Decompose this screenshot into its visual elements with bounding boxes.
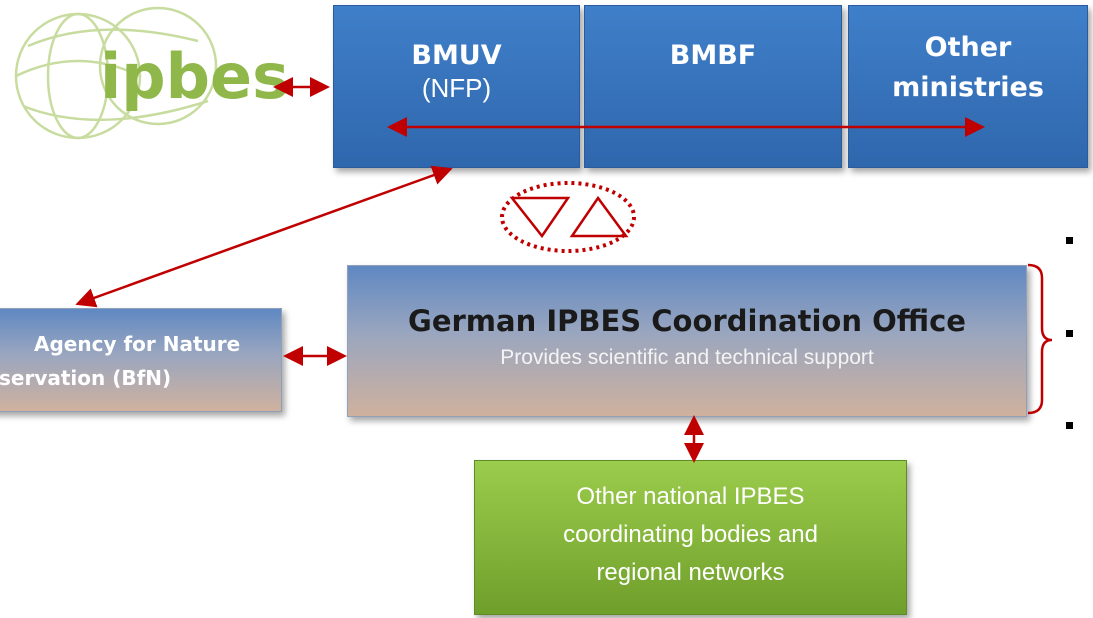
bfn-line2: servation (BfN) <box>0 366 172 390</box>
coordination-office-box: German IPBES Coordination Office Provide… <box>347 265 1027 417</box>
logo-text: ipbes <box>100 40 289 113</box>
ministry-box-other: Other ministries <box>848 5 1088 168</box>
bullet-marker <box>1066 422 1073 429</box>
office-subtitle: Provides scientific and technical suppor… <box>500 346 874 369</box>
networks-line3: regional networks <box>596 559 785 586</box>
ministry-name: BMBF <box>669 40 757 71</box>
ministry-name: BMUV <box>411 40 502 71</box>
networks-line2: coordinating bodies and <box>563 521 818 548</box>
bullet-marker <box>1066 330 1073 337</box>
bfn-box: Agency for Nature servation (BfN) <box>0 308 282 412</box>
ministry-name: Other ministries <box>892 32 1044 103</box>
ipbes-logo: ipbes <box>8 6 298 146</box>
bfn-line1: Agency for Nature <box>34 332 241 356</box>
ministry-sub: (NFP) <box>421 73 492 103</box>
ministry-box-bmbf: BMBF <box>584 5 842 168</box>
arrow-bmuv-bfn <box>75 165 453 308</box>
bullet-marker <box>1066 237 1073 244</box>
networks-line1: Other national IPBES <box>576 483 805 510</box>
ipbes-globe-icon: ipbes <box>14 6 289 140</box>
ministry-box-bmuv: BMUV (NFP) <box>333 5 580 168</box>
bracket-icon <box>1027 263 1053 415</box>
exchange-triangles-icon <box>500 181 636 253</box>
office-title: German IPBES Coordination Office <box>408 304 966 338</box>
